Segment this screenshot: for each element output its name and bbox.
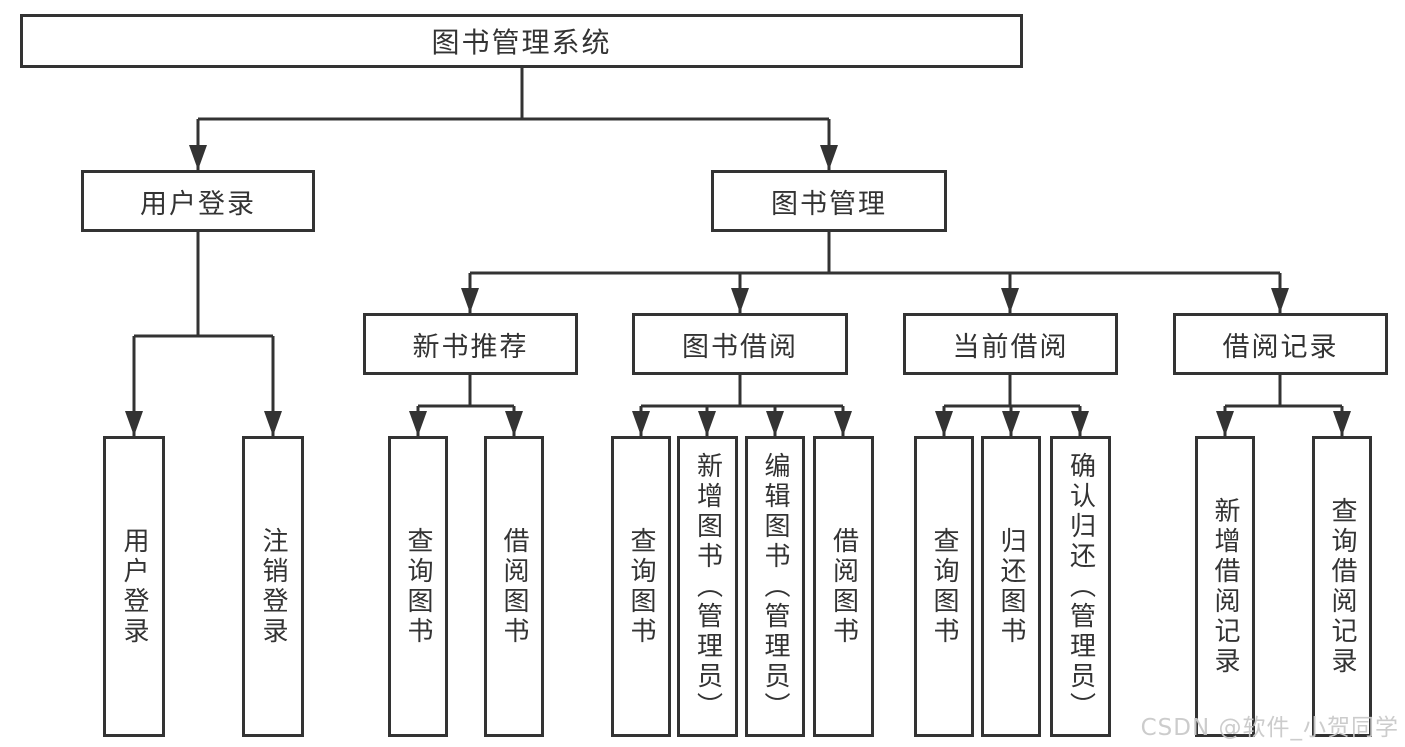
leaf-user-login: 用户登录 [103,436,165,737]
leaf-record-query: 查询借阅记录 [1312,436,1372,737]
node-label: 新增图书（管理员） [692,451,723,722]
leaf-recommend-borrow-book: 借阅图书 [484,436,544,737]
node-label: 借阅记录 [1222,331,1339,363]
node-label: 归还图书 [996,526,1026,647]
node-label: 注销登录 [258,526,288,647]
node-current-borrow: 当前借阅 [903,313,1118,375]
node-label: 确认归还（管理员） [1065,451,1096,722]
leaf-borrow-query-book: 查询图书 [611,436,671,737]
leaf-current-return-book: 归还图书 [981,436,1041,737]
node-label: 借阅图书 [499,526,529,647]
node-label: 当前借阅 [952,331,1069,363]
node-label: 查询图书 [626,526,656,647]
arrowheads [125,145,1351,436]
node-book-borrow: 图书借阅 [632,313,848,375]
node-label: 查询借阅记录 [1327,496,1357,677]
node-label: 新增借阅记录 [1210,496,1240,677]
node-user-login: 用户登录 [81,170,315,232]
watermark: CSDN @软件_小贺同学 [1140,715,1399,741]
leaf-current-query-book: 查询图书 [914,436,974,737]
node-book-management: 图书管理 [711,170,947,232]
node-borrow-record: 借阅记录 [1173,313,1388,375]
leaf-record-add: 新增借阅记录 [1195,436,1255,737]
node-label: 图书借阅 [682,331,798,363]
node-label: 编辑图书（管理员） [760,451,790,722]
node-label: 图书管理 [771,188,887,220]
node-label: 新书推荐 [412,331,529,363]
node-label: 用户登录 [119,526,149,647]
connector-lines [132,68,1344,436]
node-library-management-system: 图书管理系统 [20,14,1023,68]
node-label: 图书管理系统 [431,26,612,59]
leaf-recommend-query-book: 查询图书 [388,436,448,737]
node-label: 查询图书 [403,526,433,647]
node-label: 用户登录 [140,188,256,220]
leaf-borrow-borrow-book: 借阅图书 [813,436,874,737]
leaf-borrow-add-book: 新增图书（管理员） [677,436,738,737]
leaf-current-confirm-return: 确认归还（管理员） [1050,436,1111,737]
leaf-borrow-edit-book: 编辑图书（管理员） [745,436,805,737]
leaf-logout: 注销登录 [242,436,304,737]
node-label: 查询图书 [929,526,959,647]
node-new-book-recommend: 新书推荐 [363,313,578,375]
node-label: 借阅图书 [828,526,859,647]
